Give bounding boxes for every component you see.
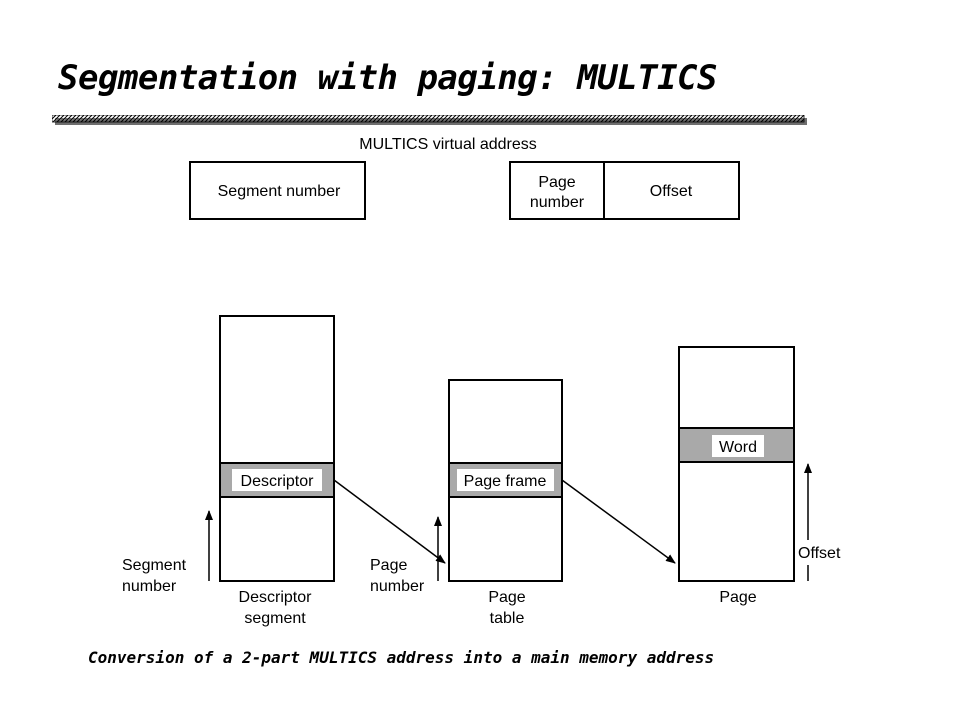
segment-number-index-label-line2: number (122, 578, 177, 595)
slide-title: Segmentation with paging: MULTICS (58, 58, 718, 98)
descriptor-segment-label-line1: Descriptor (239, 589, 313, 606)
descriptor-to-page-table-arrow (333, 479, 446, 564)
page-label: Page (719, 589, 756, 606)
descriptor-segment-box (219, 315, 335, 582)
segment-number-field (189, 161, 366, 220)
word-entry-label: Word (719, 439, 757, 456)
page-box (678, 346, 795, 582)
descriptor-entry-label: Descriptor (241, 473, 315, 490)
offset-index-label: Offset (798, 545, 841, 562)
page-number-field-label-line2: number (530, 194, 585, 211)
page-table-label-line2: table (490, 610, 525, 627)
segment-number-field-label: Segment number (218, 183, 341, 200)
page-number-field (509, 161, 605, 220)
page-frame-to-page-arrow (561, 479, 676, 564)
descriptor-segment-label-line2: segment (244, 610, 306, 627)
page-frame-entry-label: Page frame (464, 473, 547, 490)
figure-caption: Conversion of a 2-part MULTICS address i… (88, 648, 715, 667)
descriptor-entry-label-bg (232, 469, 322, 491)
page-number-index-label-line2: number (370, 578, 425, 595)
segment-number-index-label-line1: Segment (122, 557, 187, 574)
page-number-index-label-line1: Page (370, 557, 407, 574)
page-frame-entry-label-bg (457, 469, 554, 491)
offset-field-label: Offset (650, 183, 693, 200)
page-table-label-line1: Page (488, 589, 525, 606)
page-number-field-label-line1: Page (538, 174, 575, 191)
virtual-address-heading: MULTICS virtual address (359, 136, 537, 153)
word-entry-label-bg (712, 435, 764, 457)
title-rule (52, 115, 807, 125)
offset-field (603, 161, 740, 220)
